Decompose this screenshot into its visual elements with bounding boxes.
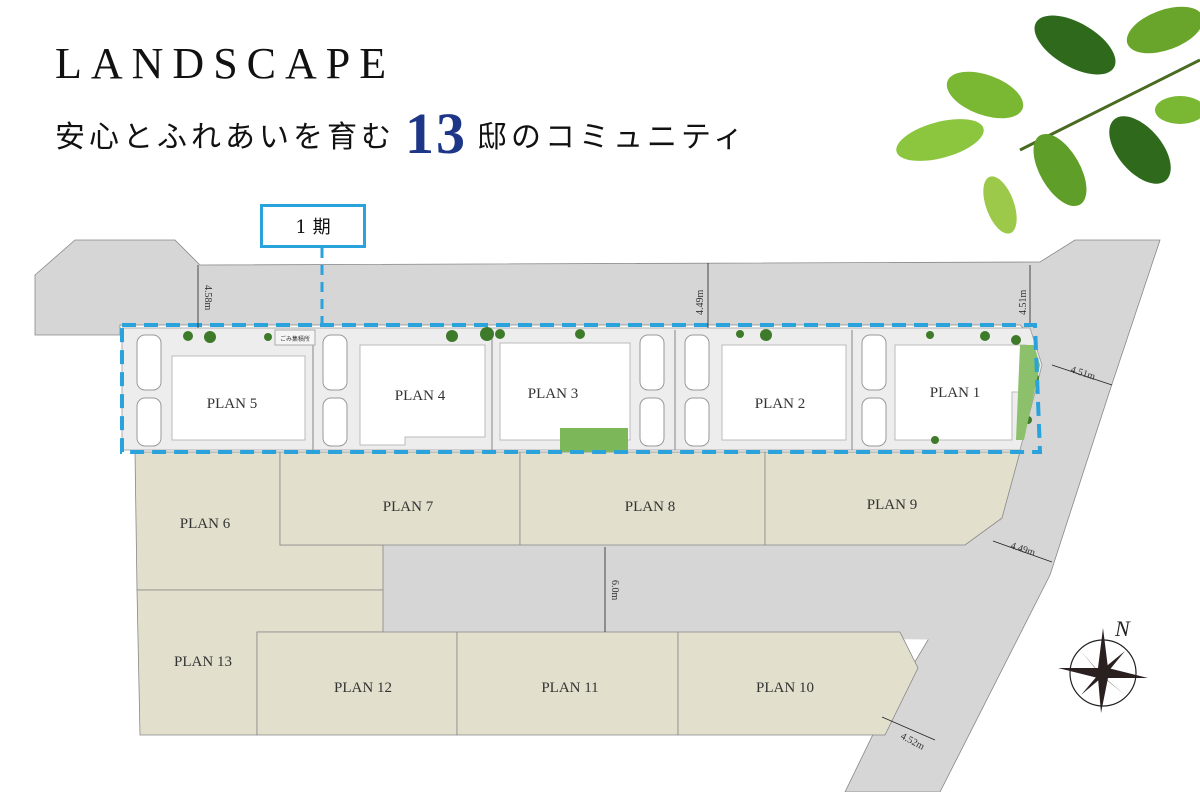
label-plan-4: PLAN 4 xyxy=(395,388,446,404)
dimension-lines xyxy=(197,263,1113,741)
subtitle-before: 安心とふれあいを育む xyxy=(55,120,395,155)
trees xyxy=(183,327,1039,444)
label-plan-6: PLAN 6 xyxy=(180,516,231,532)
label-plan-5: PLAN 5 xyxy=(207,396,257,412)
lot-plan-10 xyxy=(677,631,919,736)
dimension-6-0m: 6.0m xyxy=(609,580,620,601)
leaves-decoration-icon xyxy=(896,6,1200,234)
north-compass-icon xyxy=(1058,628,1148,713)
phase1-boundary xyxy=(120,323,1043,454)
house-plan-4 xyxy=(359,344,486,446)
house-plan-2 xyxy=(721,344,847,441)
label-plan-12: PLAN 12 xyxy=(334,680,392,696)
parking-cars xyxy=(136,334,887,447)
house-plan-5 xyxy=(171,355,306,441)
page-subtitle: 安心とふれあいを育む 13 邸のコミュニティ xyxy=(55,100,747,167)
phase-1-label: 1 期 xyxy=(260,204,366,248)
top-road xyxy=(34,239,1161,792)
label-plan-10: PLAN 10 xyxy=(756,680,814,696)
garbage-area-label: ごみ集積所 xyxy=(280,335,310,343)
label-plan-7: PLAN 7 xyxy=(383,499,434,515)
label-plan-11: PLAN 11 xyxy=(541,680,598,696)
label-plan-13: PLAN 13 xyxy=(174,654,232,670)
label-plan-1: PLAN 1 xyxy=(930,385,980,401)
page-title: LANDSCAPE xyxy=(55,39,396,88)
dimension-4-49m-top: 4.49m xyxy=(695,290,706,316)
label-plan-3: PLAN 3 xyxy=(528,386,578,402)
home-count: 13 xyxy=(405,101,467,166)
label-plan-2: PLAN 2 xyxy=(755,396,805,412)
garden-plan-1 xyxy=(1016,345,1040,440)
garbage-area xyxy=(274,329,316,346)
garden-plan-3 xyxy=(560,428,628,452)
dimension-4-51m-top: 4.51m xyxy=(1018,290,1029,316)
dimension-4-58m: 4.58m xyxy=(202,285,213,311)
inner-road xyxy=(383,520,1000,640)
compass-north-label: N xyxy=(1114,616,1131,641)
house-plan-3 xyxy=(499,342,631,441)
subtitle-after: 邸のコミュニティ xyxy=(477,120,748,155)
label-plan-9: PLAN 9 xyxy=(867,497,917,513)
label-plan-8: PLAN 8 xyxy=(625,499,675,515)
